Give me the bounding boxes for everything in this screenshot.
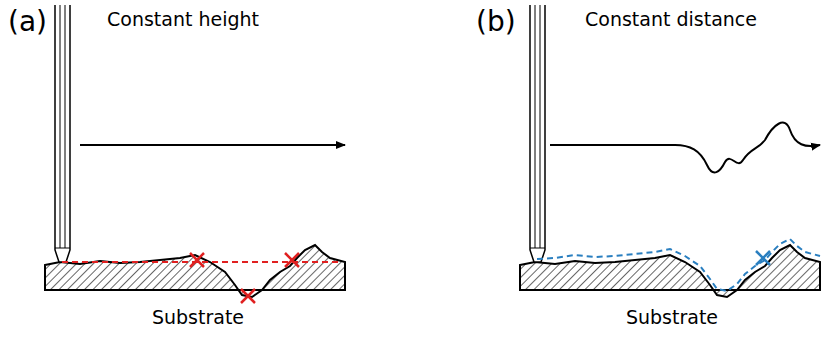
substrate-shape bbox=[520, 245, 820, 297]
panel-letter: (b) bbox=[476, 8, 516, 36]
scan-trace bbox=[550, 123, 820, 173]
panel-title: Constant distance bbox=[585, 10, 757, 29]
substrate-label: Substrate bbox=[152, 308, 244, 327]
panel-a bbox=[45, 5, 345, 303]
crash-marks bbox=[190, 253, 299, 303]
probe-tip bbox=[55, 5, 70, 262]
panel-title: Constant height bbox=[107, 10, 259, 29]
substrate-label: Substrate bbox=[626, 308, 718, 327]
panel-letter: (a) bbox=[8, 8, 47, 36]
scan-trace bbox=[80, 144, 345, 146]
crash-mark bbox=[756, 251, 770, 265]
panel-b bbox=[520, 5, 820, 297]
substrate-shape bbox=[45, 245, 345, 297]
probe-tip bbox=[530, 5, 545, 262]
tip-path bbox=[537, 239, 820, 291]
